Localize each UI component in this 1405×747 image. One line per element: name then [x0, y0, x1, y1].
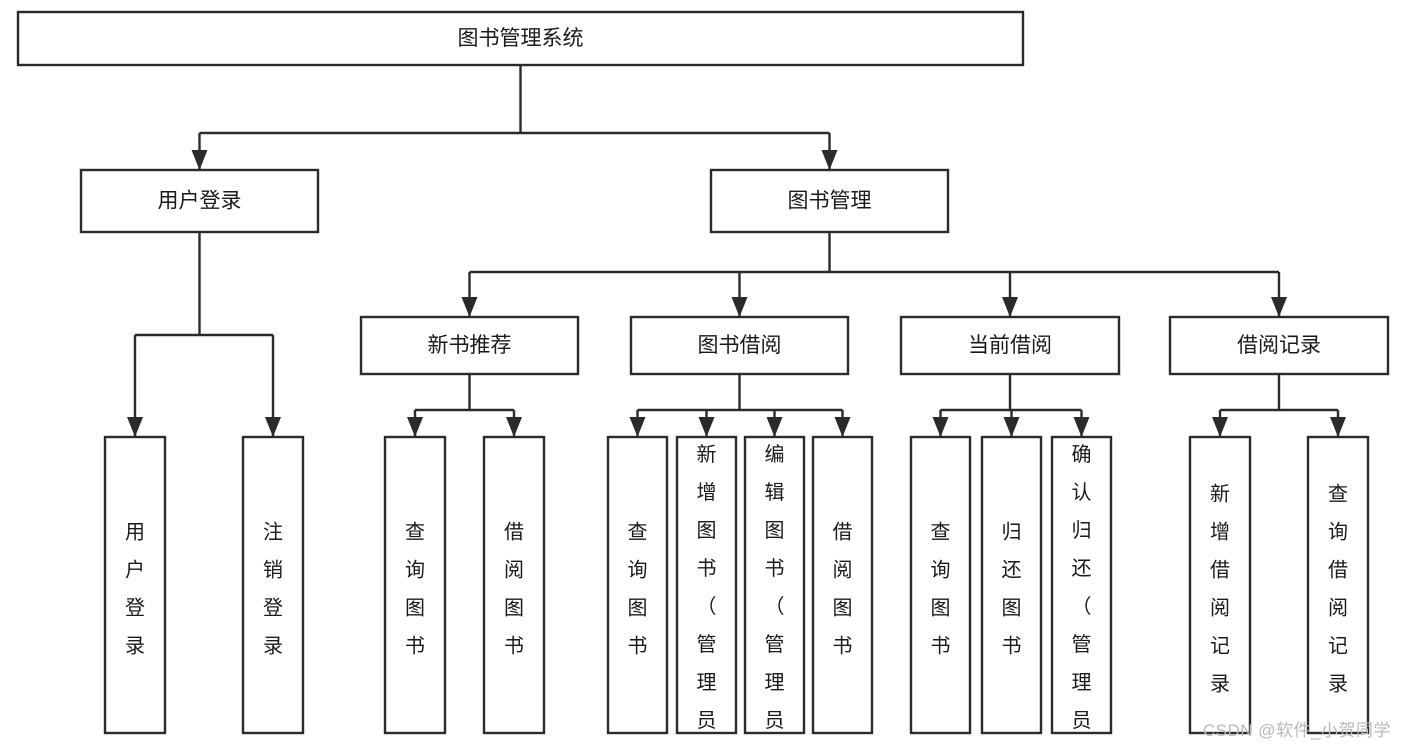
arrow-head: [127, 417, 143, 437]
node-label: 图书管理: [788, 190, 872, 213]
node-leaf-6[interactable]: 编辑图书（管理员）: [743, 435, 806, 747]
node-level2-3[interactable]: 借阅记录: [1168, 315, 1390, 376]
arrow-head: [461, 297, 478, 317]
node-level1-1[interactable]: 图书管理: [709, 168, 950, 234]
csdn-watermark: CSDN @软件_小贺同学: [1202, 721, 1391, 740]
node-label: 确认归还（管理员）: [1072, 443, 1092, 747]
node-level1-0[interactable]: 用户登录: [79, 168, 320, 234]
node-leaf-9[interactable]: 归还图书: [980, 435, 1043, 735]
node-box: [79, 168, 320, 234]
connector-layer: [127, 65, 1346, 437]
arrow-head: [932, 417, 949, 437]
node-label: 用户登录: [158, 190, 242, 213]
node-label: 查询图书: [628, 521, 648, 658]
arrow-head: [1002, 297, 1018, 317]
node-box: [909, 435, 972, 735]
node-box: [16, 10, 1025, 67]
node-root[interactable]: 图书管理系统: [16, 10, 1025, 67]
arrow-head: [1003, 417, 1020, 437]
node-label: 借阅图书: [833, 521, 853, 658]
arrow-head: [1330, 417, 1346, 437]
node-leaf-3[interactable]: 借阅图书: [482, 435, 546, 735]
node-label: 查询图书: [405, 521, 425, 658]
node-leaf-10[interactable]: 确认归还（管理员）: [1050, 435, 1113, 747]
node-label: 借阅图书: [504, 521, 524, 658]
node-leaf-2[interactable]: 查询图书: [383, 435, 447, 735]
node-box: [383, 435, 447, 735]
arrow-head: [1073, 417, 1090, 437]
node-box: [1050, 435, 1113, 735]
node-box: [103, 435, 167, 735]
node-label: 编辑图书（管理员）: [765, 443, 785, 747]
node-box: [811, 435, 874, 735]
node-box: [675, 435, 738, 735]
arrow-head: [407, 417, 423, 437]
arrow-head: [731, 297, 748, 317]
node-label: 当前借阅: [968, 334, 1052, 357]
arrow-head: [698, 417, 715, 437]
node-leaf-8[interactable]: 查询图书: [909, 435, 972, 735]
node-leaf-12[interactable]: 查询借阅记录: [1306, 435, 1370, 735]
node-box: [241, 435, 305, 735]
node-label: 新增图书（管理员）: [697, 443, 717, 747]
node-leaf-4[interactable]: 查询图书: [606, 435, 669, 735]
node-layer: 图书管理系统用户登录图书管理新书推荐图书借阅当前借阅借阅记录用户登录注销登录查询…: [16, 10, 1390, 747]
arrow-head: [629, 417, 646, 437]
node-box: [743, 435, 806, 735]
node-level2-2[interactable]: 当前借阅: [899, 315, 1121, 376]
node-label: 新增借阅记录: [1210, 483, 1230, 696]
node-label: 用户登录: [125, 522, 145, 658]
node-level2-0[interactable]: 新书推荐: [359, 315, 580, 376]
node-label: 新书推荐: [428, 334, 512, 357]
node-label: 图书借阅: [698, 334, 782, 357]
node-box: [606, 435, 669, 735]
node-box: [482, 435, 546, 735]
node-label: 注销登录: [263, 521, 283, 658]
arrow-head: [1212, 417, 1228, 437]
node-level2-1[interactable]: 图书借阅: [629, 315, 850, 376]
arrow-head: [506, 417, 522, 437]
arrow-head: [1271, 297, 1287, 317]
arrow-head: [265, 417, 281, 437]
node-box: [1168, 315, 1390, 376]
node-label: 查询图书: [931, 521, 951, 658]
node-box: [1188, 435, 1252, 735]
node-box: [359, 315, 580, 376]
arrow-head: [821, 150, 838, 170]
node-box: [629, 315, 850, 376]
arrow-head: [766, 417, 783, 437]
node-leaf-1[interactable]: 注销登录: [241, 435, 305, 735]
node-box: [709, 168, 950, 234]
node-leaf-0[interactable]: 用户登录: [103, 435, 167, 735]
node-label: 查询借阅记录: [1328, 483, 1348, 696]
arrow-head: [191, 150, 208, 170]
node-label: 借阅记录: [1237, 334, 1321, 357]
node-box: [899, 315, 1121, 376]
arrow-head: [834, 417, 851, 437]
node-label: 图书管理系统: [458, 27, 584, 50]
node-box: [1306, 435, 1370, 735]
node-leaf-5[interactable]: 新增图书（管理员）: [675, 435, 738, 747]
node-leaf-11[interactable]: 新增借阅记录: [1188, 435, 1252, 735]
node-leaf-7[interactable]: 借阅图书: [811, 435, 874, 735]
node-box: [980, 435, 1043, 735]
node-label: 归还图书: [1002, 521, 1022, 658]
